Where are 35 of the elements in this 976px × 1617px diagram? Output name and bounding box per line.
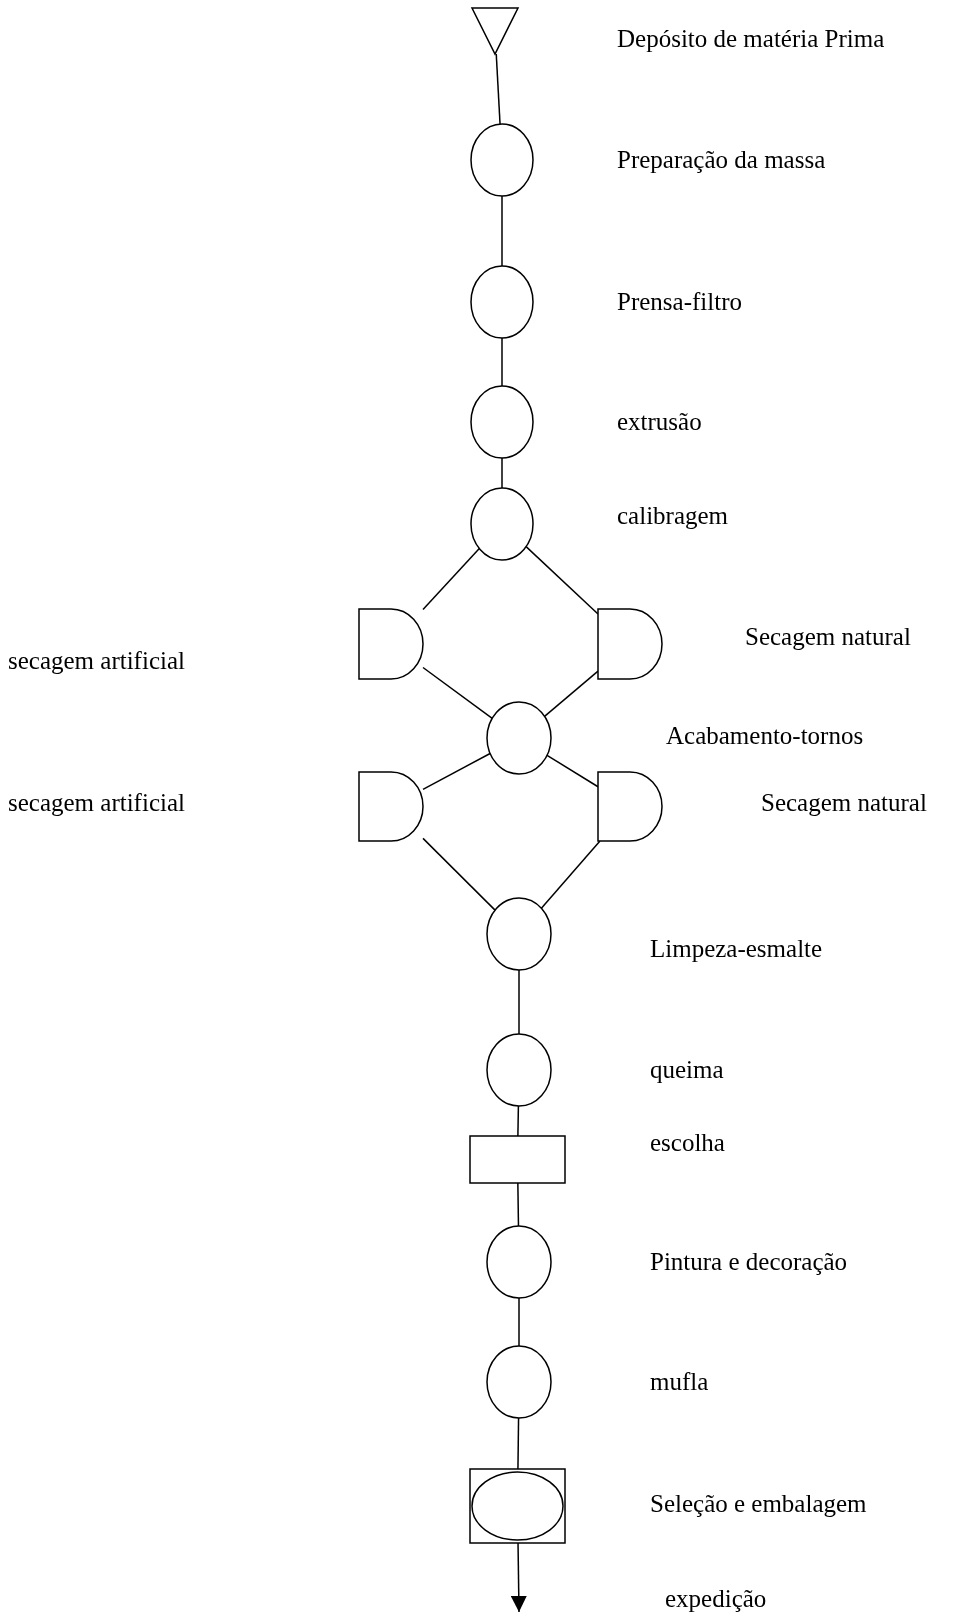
step-label: queima	[650, 1055, 724, 1085]
connector-line	[543, 670, 599, 718]
connector-line	[517, 1417, 520, 1470]
connector-line	[501, 195, 503, 267]
step-label: calibragem	[617, 501, 729, 531]
step-label: Preparação da massa	[617, 145, 826, 175]
connector-line	[546, 754, 599, 788]
step-label: mufla	[650, 1367, 709, 1397]
connector-line	[501, 457, 503, 489]
step-label: Prensa-filtro	[617, 287, 742, 317]
step-label: Limpeza-esmalte	[650, 934, 823, 964]
connector-line	[422, 837, 496, 911]
step-label: extrusão	[617, 407, 702, 437]
connector-line	[422, 547, 481, 611]
connector-line	[540, 840, 601, 910]
connector-line	[517, 1182, 520, 1227]
arrow	[510, 1542, 527, 1613]
step-label: secagem artificial	[8, 788, 185, 818]
step-label: Secagem natural	[761, 788, 927, 818]
step-label: Acabamento-tornos	[666, 721, 864, 751]
step-label: expedição	[665, 1584, 767, 1614]
step-label: Depósito de matéria Prima	[617, 24, 885, 54]
step-label: secagem artificial	[8, 646, 185, 676]
step-label: Seleção e embalagem	[650, 1489, 867, 1519]
connector-line	[495, 53, 501, 125]
connector-line	[422, 752, 491, 791]
step-label: Secagem natural	[745, 622, 911, 652]
connector-line	[501, 337, 503, 387]
connector-line	[518, 969, 520, 1035]
connector-line	[518, 1297, 520, 1347]
connector-line	[517, 1105, 520, 1137]
step-label: escolha	[650, 1128, 725, 1158]
step-label: Pintura e decoração	[650, 1247, 848, 1277]
connector-line	[525, 545, 599, 615]
connector-line	[422, 666, 493, 720]
